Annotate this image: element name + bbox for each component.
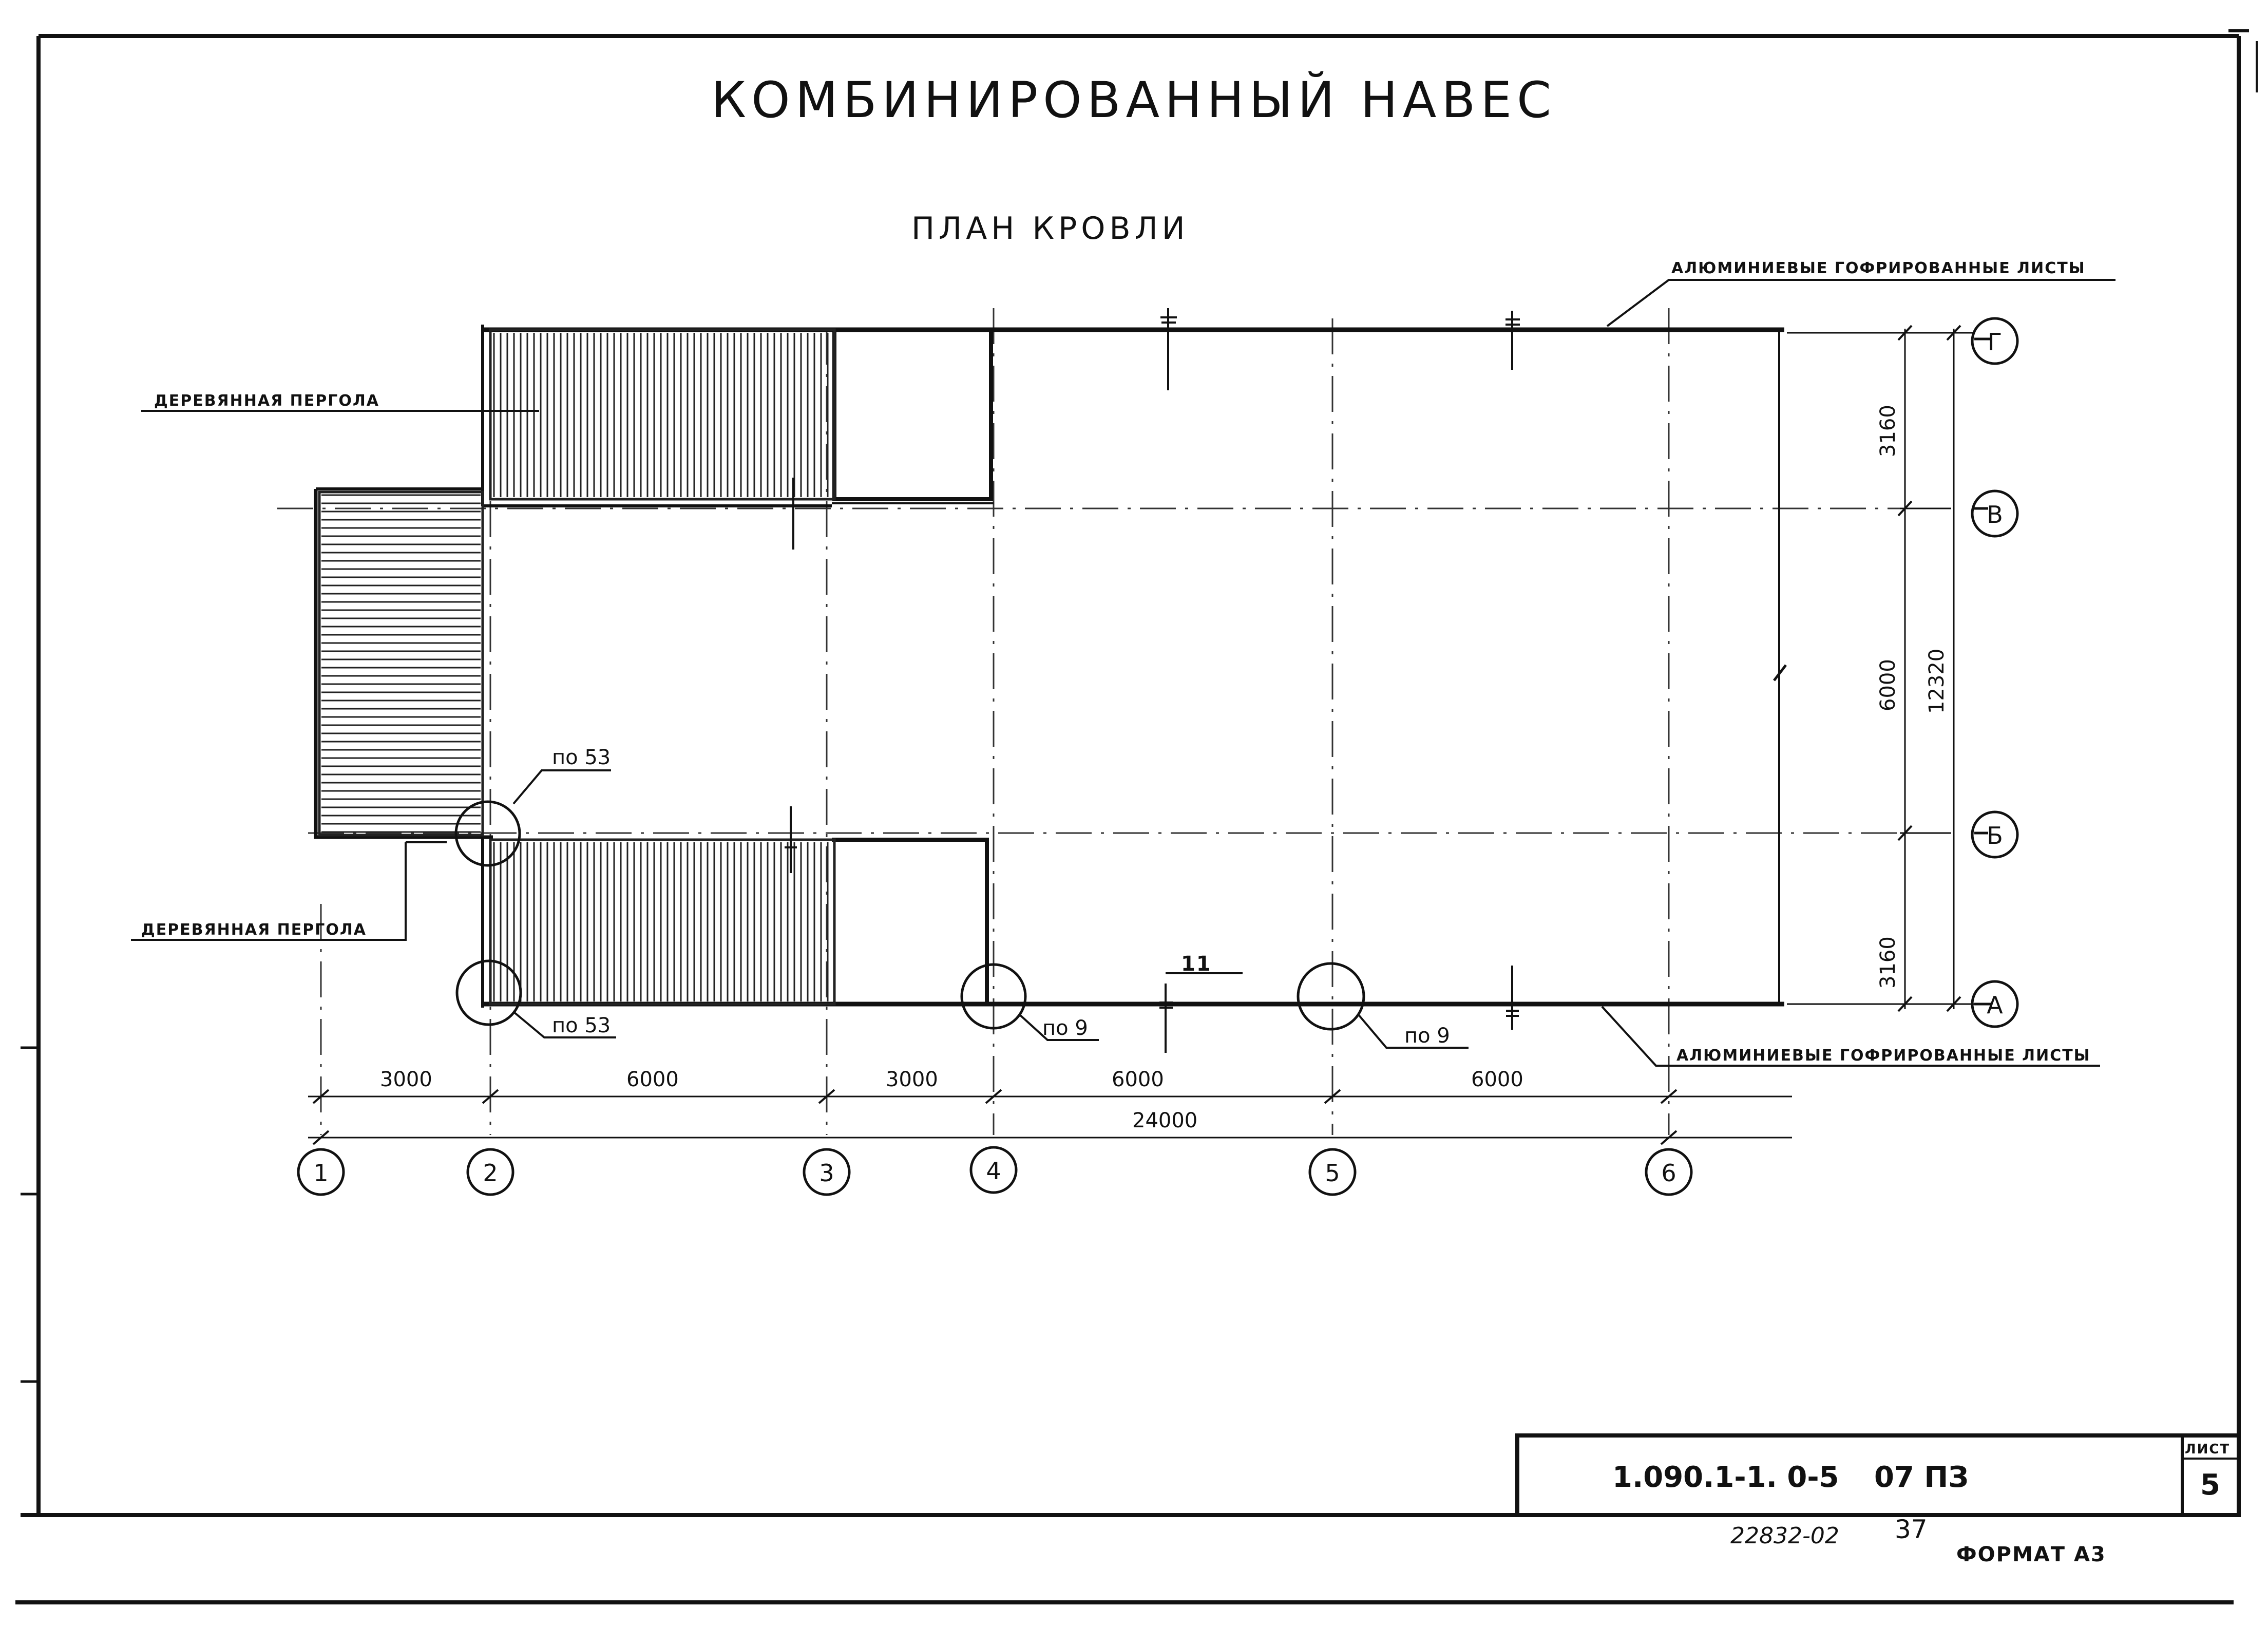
dim-h-3: 3000 [886,1068,938,1091]
title-block-sheet-number: 5 [2200,1468,2220,1502]
dim-h-2: 6000 [626,1068,679,1091]
axis-row-v: В [1987,501,2003,528]
dim-v-1: 3160 [1876,405,1900,457]
dim-h-1: 3000 [380,1068,432,1091]
detail-circles [454,800,1365,1031]
ref-9-a-label: по 9 [1042,1016,1088,1040]
row-axis-bubbles [1971,317,2019,1028]
title-block-code: 1.090.1-1. 0-5 [1612,1461,1839,1494]
ref-9-b-label: по 9 [1404,1024,1450,1048]
axis-col-1: 1 [313,1159,328,1187]
sheets-top-label: АЛЮМИНИЕВЫЕ ГОФРИРОВАННЫЕ ЛИСТЫ [1671,259,2086,277]
dim-h-total: 24000 [1132,1109,1197,1132]
axis-col-6: 6 [1661,1159,1676,1187]
horizontal-dimensions [308,1089,1792,1145]
pergola-top-hatch [489,328,836,501]
axis-row-b: Б [1987,822,2003,849]
axis-row-g: Г [1988,328,2002,356]
column-axis-bubbles [297,1146,1693,1196]
title-block-sheet-label: ЛИСТ [2185,1442,2230,1457]
drawing-title: КОМБИНИРОВАННЫЙ НАВЕС [711,71,1556,129]
pergola-bottom-label: ДЕРЕВЯННАЯ ПЕРГОЛА [141,921,367,939]
leader-lines [131,279,2115,1067]
axis-col-2: 2 [483,1159,498,1187]
dim-v-3: 3160 [1876,936,1900,989]
dim-h-4: 6000 [1112,1068,1164,1091]
footer-inventory: 22832-02 [1730,1523,1839,1549]
title-block-suffix: 07 ПЗ [1874,1461,1969,1494]
axis-col-3: 3 [819,1159,834,1187]
pergola-left-hatch [318,490,484,837]
axis-row-a: А [1987,991,2003,1019]
dim-v-total: 12320 [1925,649,1949,714]
drawing-subtitle: ПЛАН КРОВЛИ [911,211,1189,247]
title-block [1515,1433,2241,1517]
roof-outline [314,325,1787,1008]
footer-format: ФОРМАТ А3 [1956,1543,2106,1566]
dim-h-5: 6000 [1471,1068,1523,1091]
axis-col-4: 4 [986,1157,1001,1185]
pergola-bottom-hatch [489,838,836,1006]
grid-lines-vertical [320,308,1670,1135]
sheets-bottom-label: АЛЮМИНИЕВЫЕ ГОФРИРОВАННЫЕ ЛИСТЫ [1676,1047,2091,1065]
footer-page: 37 [1895,1515,1928,1544]
section-mark-label: 11 [1181,952,1212,976]
axis-col-5: 5 [1325,1159,1340,1187]
section-ticks [785,308,1520,1053]
ref-53-bottom-label: по 53 [552,1014,611,1037]
pergola-top-label: ДЕРЕВЯННАЯ ПЕРГОЛА [154,392,379,410]
vertical-dimensions [1787,325,1974,1012]
dim-v-2: 6000 [1876,659,1900,711]
ref-53-top-label: по 53 [552,746,611,769]
grid-lines-horizontal [277,507,1900,834]
